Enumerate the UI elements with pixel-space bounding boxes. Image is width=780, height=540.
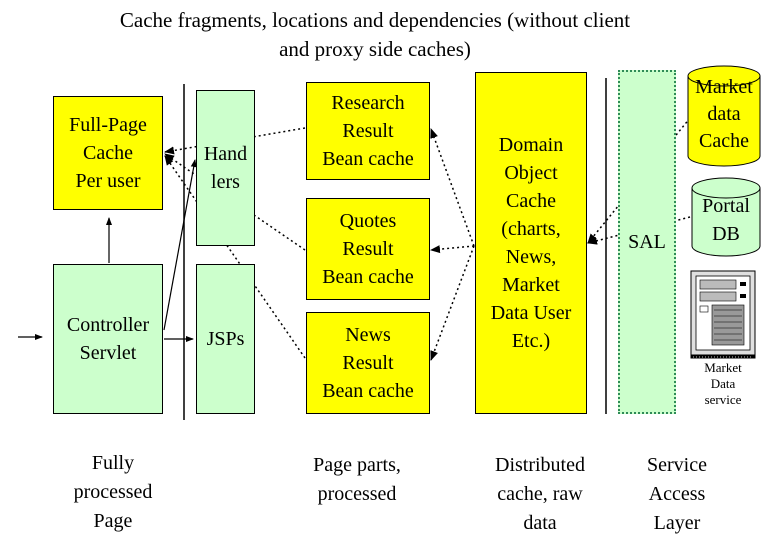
domain-to-research-dep — [430, 128, 475, 247]
jsps-box: JSPs — [196, 264, 255, 414]
handlers-box: Hand lers — [196, 90, 255, 246]
quotes-to-fullpage-dep — [164, 153, 306, 251]
caption-distributed-cache: Distributed cache, raw data — [495, 454, 585, 534]
domain-to-news-dep — [430, 245, 475, 361]
domain-to-quotes-dep — [430, 245, 475, 254]
caption-fully-processed: Fully processed Page — [73, 452, 153, 532]
controller-to-handlers-arrow — [163, 159, 197, 331]
market-data-cache-cylinder — [687, 65, 761, 167]
news-to-fullpage-dep — [164, 155, 306, 359]
portal-db-label: Portal DB — [702, 195, 750, 245]
market-data-service-label: Market Data service — [704, 360, 742, 407]
caption-service-access-layer: Service Access Layer — [647, 454, 707, 534]
market-data-cache-label: Market data Cache — [695, 76, 753, 152]
caption-page-parts: Page parts, processed — [313, 454, 401, 505]
controller-servlet-box: Controller Servlet — [53, 264, 163, 414]
sal-box: SAL — [618, 70, 676, 414]
news-result-cache-box: News Result Bean cache — [306, 312, 430, 414]
portal-db-cylinder — [691, 177, 761, 257]
server-icon — [690, 270, 756, 359]
full-page-cache-box: Full-Page Cache Per user — [53, 96, 163, 210]
diagram-title: Cache fragments, locations and dependenc… — [119, 8, 631, 61]
research-result-cache-box: Research Result Bean cache — [306, 82, 430, 180]
quotes-result-cache-box: Quotes Result Bean cache — [306, 198, 430, 300]
domain-object-cache-box: Domain Object Cache (charts, News, Marke… — [475, 72, 587, 414]
